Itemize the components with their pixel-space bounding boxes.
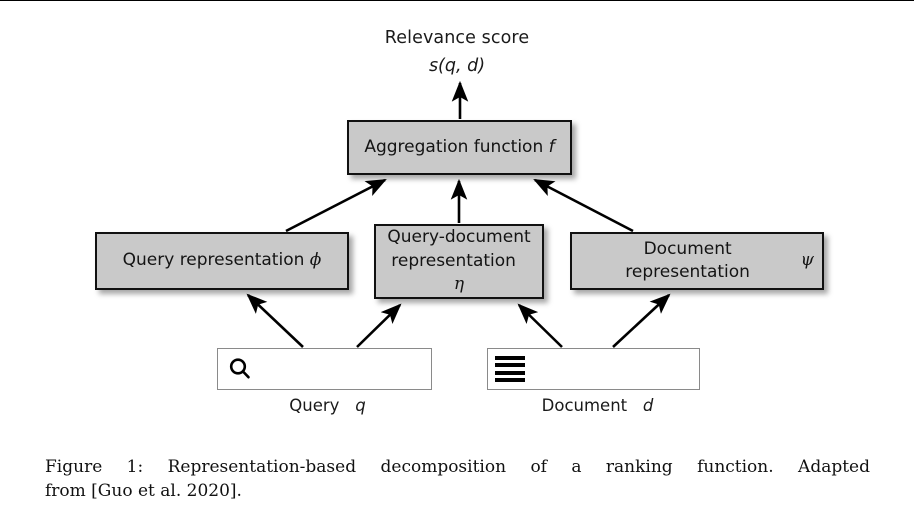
- search-icon: [218, 349, 262, 389]
- box-aggregation-function[interactable]: Aggregation function f: [347, 120, 572, 175]
- lines-icon: [488, 349, 532, 389]
- box-document-representation-label: Document representation: [625, 238, 750, 282]
- box-query-representation-label: Query representation: [122, 250, 305, 271]
- query-caption-symbol: q: [355, 396, 366, 415]
- query-input-box[interactable]: [217, 348, 432, 390]
- box-aggregation-label: Aggregation function: [364, 136, 544, 157]
- document-input-box[interactable]: [487, 348, 700, 390]
- box-query-representation-symbol: ϕ: [309, 250, 322, 271]
- edge-docrep-to-aggregation: [533, 178, 634, 233]
- relevance-score-formula: s(q, d): [428, 56, 486, 76]
- document-caption: Document d: [485, 396, 710, 415]
- box-document-representation-symbol: ψ: [800, 250, 814, 271]
- box-qd-representation-line1: Query-document: [387, 227, 531, 248]
- figure-caption-line-2: from [Guo et al. 2020].: [45, 481, 242, 502]
- edge-document-to-docrep: [612, 293, 671, 348]
- figure-diagram: Relevance score s(q, d) Aggregation func…: [0, 0, 914, 415]
- document-caption-symbol: d: [642, 396, 654, 415]
- edge-queryrep-to-aggregation: [285, 178, 387, 233]
- box-qd-representation-symbol: η: [453, 274, 465, 295]
- box-query-document-representation[interactable]: Query-document representation η: [374, 224, 544, 299]
- query-caption-text: Query: [289, 396, 340, 415]
- edge-query-to-qdrep: [356, 303, 402, 348]
- edge-document-to-qdrep: [517, 303, 563, 348]
- relevance-score-label: Relevance score: [384, 28, 530, 48]
- arrow-layer: [246, 80, 671, 348]
- edge-query-to-queryrep: [246, 293, 304, 348]
- box-aggregation-symbol: f: [548, 136, 555, 157]
- figure-caption: Figure 1: Representation-based decomposi…: [45, 455, 870, 503]
- document-caption-text: Document: [541, 396, 628, 415]
- box-query-representation[interactable]: Query representation ϕ: [95, 232, 349, 290]
- figure-caption-line-1: Figure 1: Representation-based decomposi…: [45, 457, 870, 477]
- query-caption: Query q: [215, 396, 440, 415]
- top-rule: [0, 0, 914, 1]
- box-qd-representation-line2: representation: [391, 250, 516, 271]
- box-document-representation[interactable]: Document representation ψ: [570, 232, 824, 290]
